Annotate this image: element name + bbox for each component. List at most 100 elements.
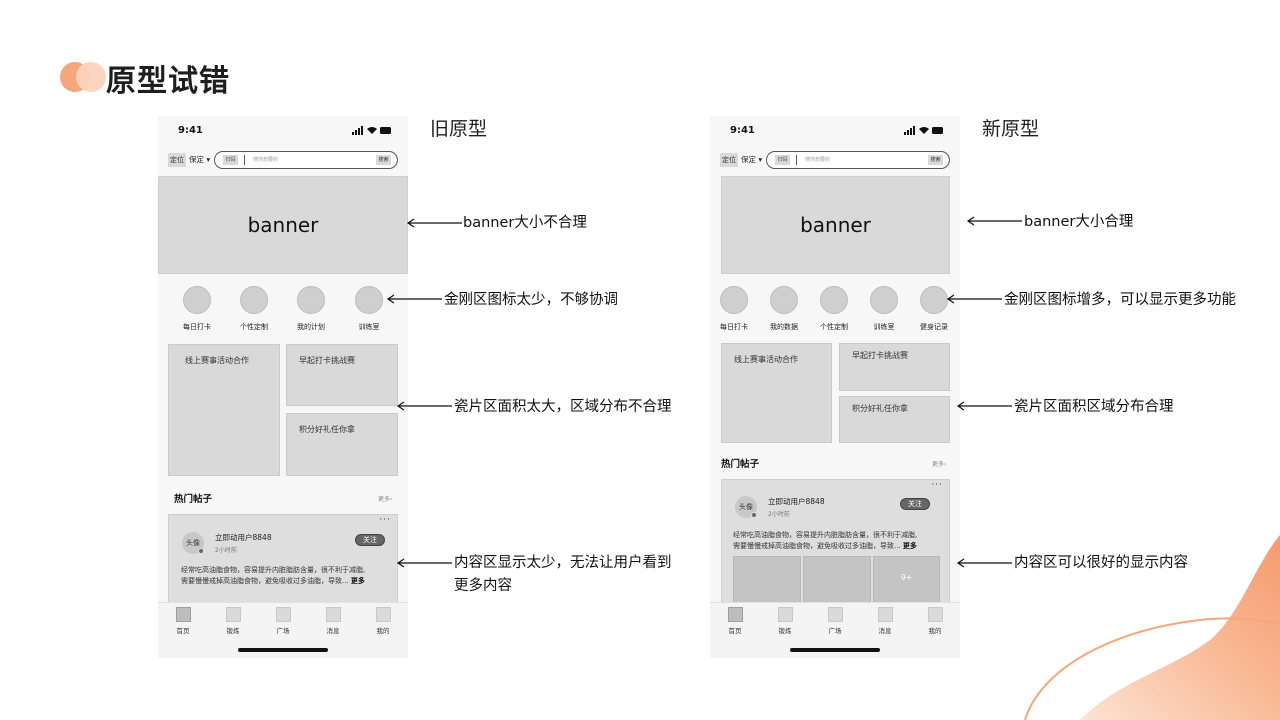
status-time: 9:41: [178, 125, 203, 136]
more-link[interactable]: 更多›: [932, 461, 947, 468]
annotation-arrow: [396, 401, 452, 411]
tab-exercise-icon: [777, 607, 793, 622]
tab-exercise[interactable]: 锻炼: [218, 607, 248, 635]
annotation-text: 内容区显示太少，无法让用户看到: [454, 555, 672, 571]
status-icons: [904, 126, 943, 135]
annotation-arrow: [956, 401, 1012, 411]
follow-button[interactable]: 关注: [900, 498, 930, 510]
location-button[interactable]: 定位: [720, 153, 738, 167]
more-label: 更多: [378, 496, 391, 503]
location-button[interactable]: 定位: [168, 153, 186, 167]
more-images-count: 9+: [900, 573, 913, 582]
search-button[interactable]: 搜索: [376, 155, 391, 165]
annotation-text: 瓷片区面积太大，区域分布不合理: [454, 399, 672, 415]
banner[interactable]: banner: [158, 176, 408, 274]
post-text-line-2: 需要慢慢戒掉高油脂食物，避免吸收过多油脂，导致... 更多: [733, 541, 917, 552]
post-username[interactable]: 立即动用户8848: [768, 497, 825, 506]
annotation-arrow: [406, 218, 462, 228]
tab-label: 我的: [928, 627, 942, 635]
post-image[interactable]: [803, 556, 871, 604]
page-title: 原型试错: [106, 64, 230, 99]
quick-icon-circle: [770, 286, 798, 314]
tab-label: 广场: [828, 627, 842, 635]
status-time: 9:41: [730, 125, 755, 136]
post-more-link[interactable]: 更多: [902, 542, 917, 550]
tab-label: 锻炼: [778, 627, 792, 635]
avatar-label: 头像: [186, 539, 200, 547]
more-options-icon[interactable]: ···: [379, 515, 391, 525]
annotation-text: 金刚区图标增多，可以显示更多功能: [1004, 292, 1236, 308]
tile-top-right[interactable]: 早起打卡挑战赛: [839, 343, 950, 391]
tab-home-icon: [175, 607, 191, 622]
quick-icon-1[interactable]: 每日打卡: [172, 286, 222, 332]
tile-label: 积分好礼任你拿: [299, 425, 355, 434]
avatar[interactable]: 头像: [735, 496, 757, 518]
city-selector[interactable]: 保定 ▾: [741, 155, 763, 164]
banner[interactable]: banner: [721, 176, 950, 274]
tab-exercise[interactable]: 锻炼: [770, 607, 800, 635]
quick-icon-circle: [870, 286, 898, 314]
annotation-text-cont: 更多内容: [454, 578, 512, 594]
scan-button[interactable]: 扫码: [223, 155, 238, 165]
tab-profile-icon: [927, 607, 943, 622]
tab-messages[interactable]: 消息: [318, 607, 348, 635]
annotation-text: 内容区可以很好的显示内容: [1014, 555, 1188, 571]
tab-square[interactable]: 广场: [268, 607, 298, 635]
tab-messages[interactable]: 消息: [870, 607, 900, 635]
tab-home-icon: [727, 607, 743, 622]
decorative-wave: [1024, 535, 1280, 720]
avatar[interactable]: 头像: [182, 532, 204, 554]
new-prototype-phone: 9:41 定位 保定 ▾ 扫码 搜你想要的 搜索 banner 每日打卡 我的数…: [710, 116, 960, 658]
new-prototype-label: 新原型: [982, 118, 1040, 140]
quick-icon-label: 个性定制: [820, 323, 848, 331]
quick-icon-circle: [920, 286, 948, 314]
avatar-label: 头像: [739, 503, 753, 511]
tab-home[interactable]: 首页: [720, 607, 750, 635]
quick-icon-4[interactable]: 训练室: [344, 286, 394, 332]
post-image[interactable]: [733, 556, 801, 604]
tab-profile[interactable]: 我的: [368, 607, 398, 635]
post-more-link[interactable]: 更多: [350, 577, 365, 585]
quick-icon-circle: [183, 286, 211, 314]
quick-icon-label: 我的数据: [770, 323, 798, 331]
annotation-arrow: [956, 558, 1012, 568]
tab-home[interactable]: 首页: [168, 607, 198, 635]
tile-bottom-right[interactable]: 积分好礼任你拿: [286, 413, 398, 476]
tab-label: 消息: [878, 627, 892, 635]
tile-large[interactable]: 线上赛事活动合作: [721, 343, 832, 443]
search-bar[interactable]: 扫码 搜你想要的 搜索: [214, 151, 398, 169]
city-selector[interactable]: 保定 ▾: [189, 155, 211, 164]
post-card[interactable]: ··· 头像 立即动用户8848 2小时前 关注 经常吃高油脂食物，容易提升内脏…: [721, 479, 950, 604]
quick-icon-5[interactable]: 健身记录: [909, 286, 959, 332]
tile-label: 积分好礼任你拿: [852, 404, 908, 413]
more-options-icon[interactable]: ···: [931, 480, 943, 490]
post-image[interactable]: 9+: [873, 556, 940, 604]
quick-icon-2[interactable]: 我的数据: [759, 286, 809, 332]
tab-label: 锻炼: [226, 627, 240, 635]
scan-button[interactable]: 扫码: [775, 155, 790, 165]
tile-top-right[interactable]: 早起打卡挑战赛: [286, 344, 398, 406]
tab-label: 首页: [728, 627, 742, 635]
tile-large[interactable]: 线上赛事活动合作: [168, 344, 280, 476]
quick-icon-2[interactable]: 个性定制: [229, 286, 279, 332]
tile-label: 早起打卡挑战赛: [852, 351, 908, 360]
more-link[interactable]: 更多›: [378, 496, 393, 503]
section-title: 热门帖子: [174, 494, 213, 505]
quick-icon-3[interactable]: 个性定制: [809, 286, 859, 332]
search-placeholder: 搜你想要的: [253, 157, 279, 163]
annotation-text: 瓷片区面积区域分布合理: [1014, 399, 1174, 415]
follow-button[interactable]: 关注: [355, 534, 385, 546]
search-bar[interactable]: 扫码 搜你想要的 搜索: [766, 151, 950, 169]
post-card[interactable]: ··· 头像 立即动用户8848 2小时前 关注 经常吃高油脂食物，容易提升内脏…: [168, 514, 398, 604]
city-name: 保定: [189, 155, 204, 164]
search-button[interactable]: 搜索: [928, 155, 943, 165]
post-text-line-1: 经常吃高油脂食物，容易提升内脏脂肪含量，很不利于减脂,: [733, 531, 918, 539]
tab-profile[interactable]: 我的: [920, 607, 950, 635]
quick-icon-1[interactable]: 每日打卡: [710, 286, 759, 332]
quick-icon-4[interactable]: 训练室: [859, 286, 909, 332]
post-username[interactable]: 立即动用户8848: [215, 533, 272, 542]
quick-icon-3[interactable]: 我的计划: [286, 286, 336, 332]
tab-square-icon: [275, 607, 291, 622]
tile-bottom-right[interactable]: 积分好礼任你拿: [839, 396, 950, 443]
tab-square[interactable]: 广场: [820, 607, 850, 635]
